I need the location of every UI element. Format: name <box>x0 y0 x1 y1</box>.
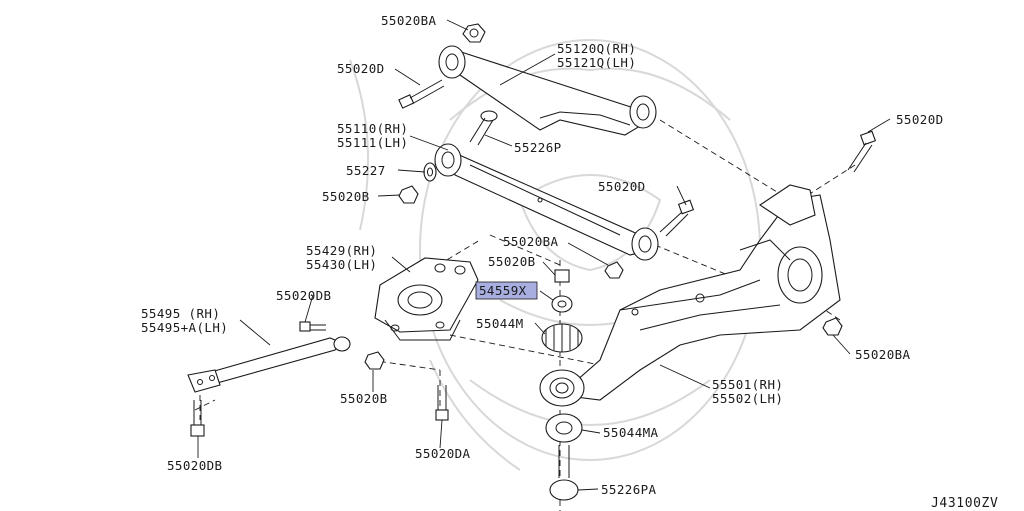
label-55501[interactable]: 55501(RH) <box>712 377 783 392</box>
bolt-55020d-right[interactable] <box>847 130 877 173</box>
part-labels: 55020BA 55120Q(RH) 55121Q(LH) 55020D 551… <box>141 13 944 497</box>
label-55020ba-right[interactable]: 55020BA <box>855 347 911 362</box>
bushing-main[interactable] <box>539 369 585 407</box>
bolt-55226pa[interactable] <box>549 445 579 501</box>
bolt-55020db-bottom[interactable] <box>190 400 205 437</box>
nut-55020b-left[interactable] <box>398 185 419 204</box>
washer-upper[interactable] <box>551 295 573 313</box>
label-55227[interactable]: 55227 <box>346 163 386 178</box>
label-55120q[interactable]: 55120Q(RH) <box>557 41 636 56</box>
label-55044m[interactable]: 55044M <box>476 316 524 331</box>
bracket-55429[interactable] <box>374 257 479 341</box>
diagram-reference-id: J43100ZV <box>931 496 998 511</box>
label-55020db-bottom[interactable]: 55020DB <box>167 458 222 473</box>
label-54559x[interactable]: 54559X <box>479 283 527 298</box>
label-55020ba-top[interactable]: 55020BA <box>381 13 437 28</box>
label-55226p[interactable]: 55226P <box>514 140 562 155</box>
bushing-55044m[interactable] <box>541 323 583 353</box>
bushing-55044ma[interactable] <box>545 413 583 443</box>
nut-55020ba-top[interactable] <box>462 23 486 43</box>
nut-55020ba-right[interactable] <box>822 317 843 336</box>
label-55502[interactable]: 55502(LH) <box>712 391 783 406</box>
label-55226pa[interactable]: 55226PA <box>601 482 657 497</box>
upper-link-arm[interactable] <box>438 45 657 136</box>
nut-55020ba-mid[interactable] <box>604 261 624 279</box>
label-55020da[interactable]: 55020DA <box>415 446 471 461</box>
label-55020b-left[interactable]: 55020B <box>322 189 370 204</box>
label-55020b-bottom[interactable]: 55020B <box>340 391 388 406</box>
label-55020d-left[interactable]: 55020D <box>337 61 385 76</box>
nut-55020b-bottom[interactable] <box>364 351 385 370</box>
highlight-54559x <box>475 281 538 300</box>
leader-lines <box>197 19 891 491</box>
label-55020d-mid[interactable]: 55020D <box>598 179 646 194</box>
label-55111[interactable]: 55111(LH) <box>337 135 408 150</box>
bolt-55020d-mid[interactable] <box>659 199 695 237</box>
label-55495-lh[interactable]: 55495+A(LH) <box>141 320 228 335</box>
bolt-55020d-left[interactable] <box>398 79 445 109</box>
rod-55495[interactable] <box>187 336 351 393</box>
washer-55227[interactable] <box>423 162 437 182</box>
label-55044ma[interactable]: 55044MA <box>603 425 659 440</box>
label-55110[interactable]: 55110(RH) <box>337 121 408 136</box>
bolt-55020db-top[interactable] <box>299 321 326 332</box>
collar-54559x[interactable] <box>554 269 570 283</box>
suspension-member-55501[interactable] <box>558 184 841 401</box>
bolt-55226p[interactable] <box>469 110 498 146</box>
label-55121q[interactable]: 55121Q(LH) <box>557 55 636 70</box>
lower-link-arm[interactable] <box>434 143 659 261</box>
label-55430[interactable]: 55430(LH) <box>306 257 377 272</box>
label-55020d-right[interactable]: 55020D <box>896 112 944 127</box>
label-55020ba-mid[interactable]: 55020BA <box>503 234 559 249</box>
label-55495-rh[interactable]: 55495 (RH) <box>141 306 220 321</box>
label-55429[interactable]: 55429(RH) <box>306 243 377 258</box>
bolt-55020da[interactable] <box>435 385 449 421</box>
label-55020b-mid[interactable]: 55020B <box>488 254 536 269</box>
label-55020db-top[interactable]: 55020DB <box>276 288 331 303</box>
